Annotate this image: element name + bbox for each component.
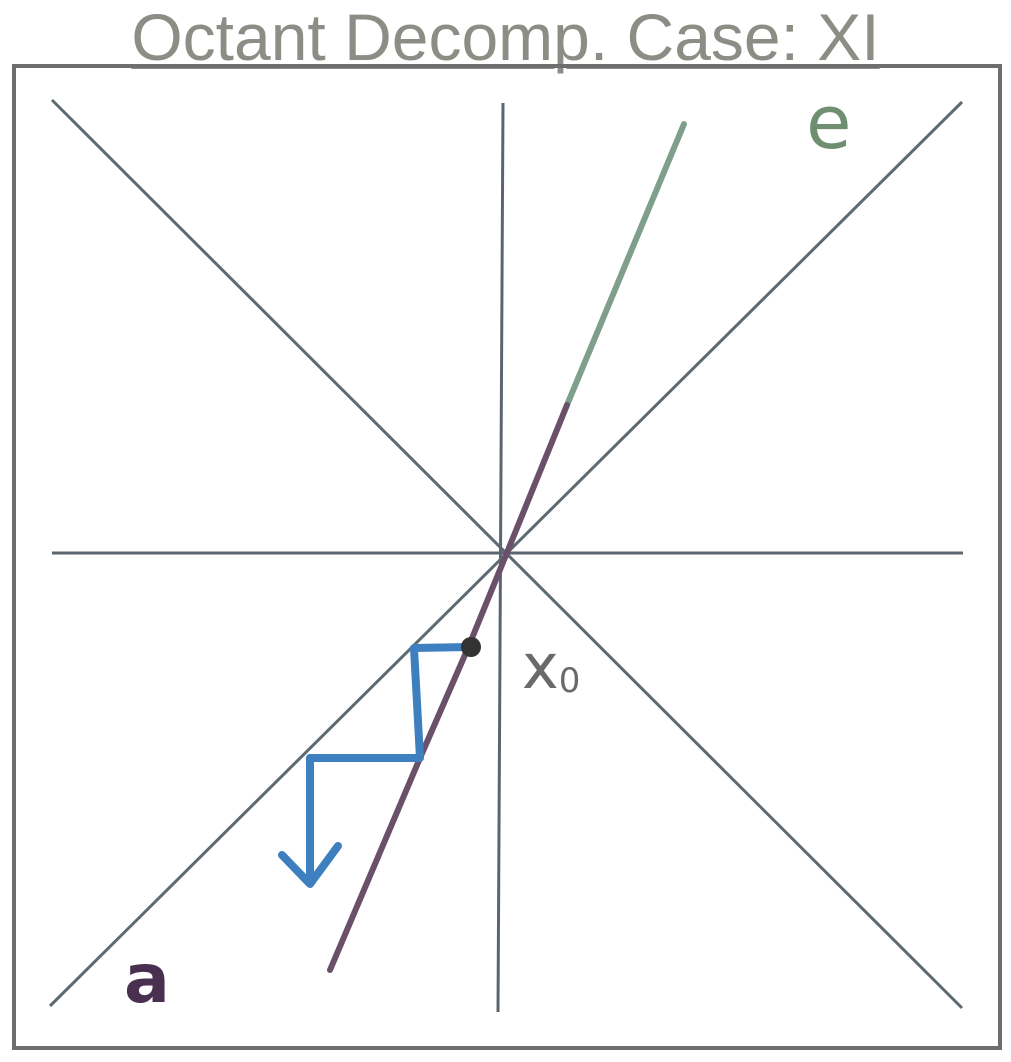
label-x0: x0 — [522, 630, 580, 703]
trajectory-path — [306, 643, 474, 884]
diagram-frame — [12, 64, 1002, 1050]
eigenline-e — [564, 121, 687, 408]
label-x0-subscript: 0 — [559, 661, 581, 701]
label-x0-main: x — [522, 630, 559, 703]
initial-point-x0 — [461, 637, 481, 657]
trajectory-arrowhead — [278, 842, 342, 888]
label-e: e — [806, 80, 852, 166]
label-a: a — [124, 940, 170, 1019]
diagram-title: Octant Decomp. Case: XI — [131, 0, 880, 74]
